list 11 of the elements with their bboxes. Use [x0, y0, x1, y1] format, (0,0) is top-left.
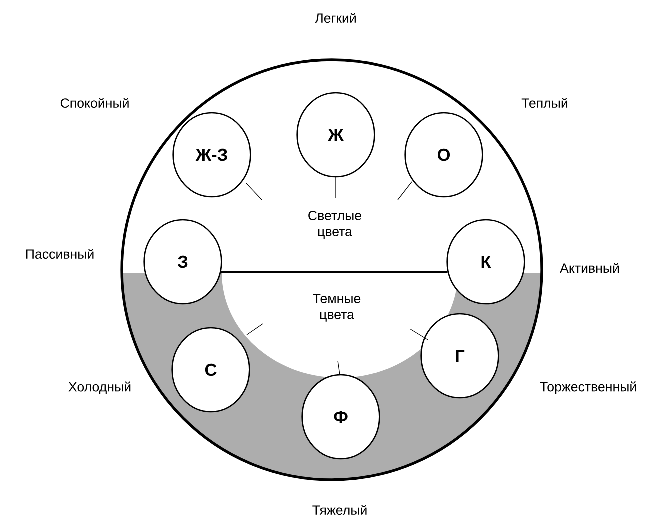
label: Холодный	[68, 382, 131, 394]
divider-line	[221, 271, 448, 274]
label: Тяжелый	[312, 504, 367, 516]
label: Торжественный	[540, 382, 636, 394]
label: Активный	[560, 263, 620, 273]
label: Легкий	[315, 12, 356, 24]
label: Спокойный	[60, 98, 129, 108]
label: Темные цвета	[313, 294, 361, 322]
label: Пассивный	[26, 248, 94, 260]
label: Теплый	[522, 98, 568, 108]
label: Светлые цвета	[308, 211, 362, 239]
